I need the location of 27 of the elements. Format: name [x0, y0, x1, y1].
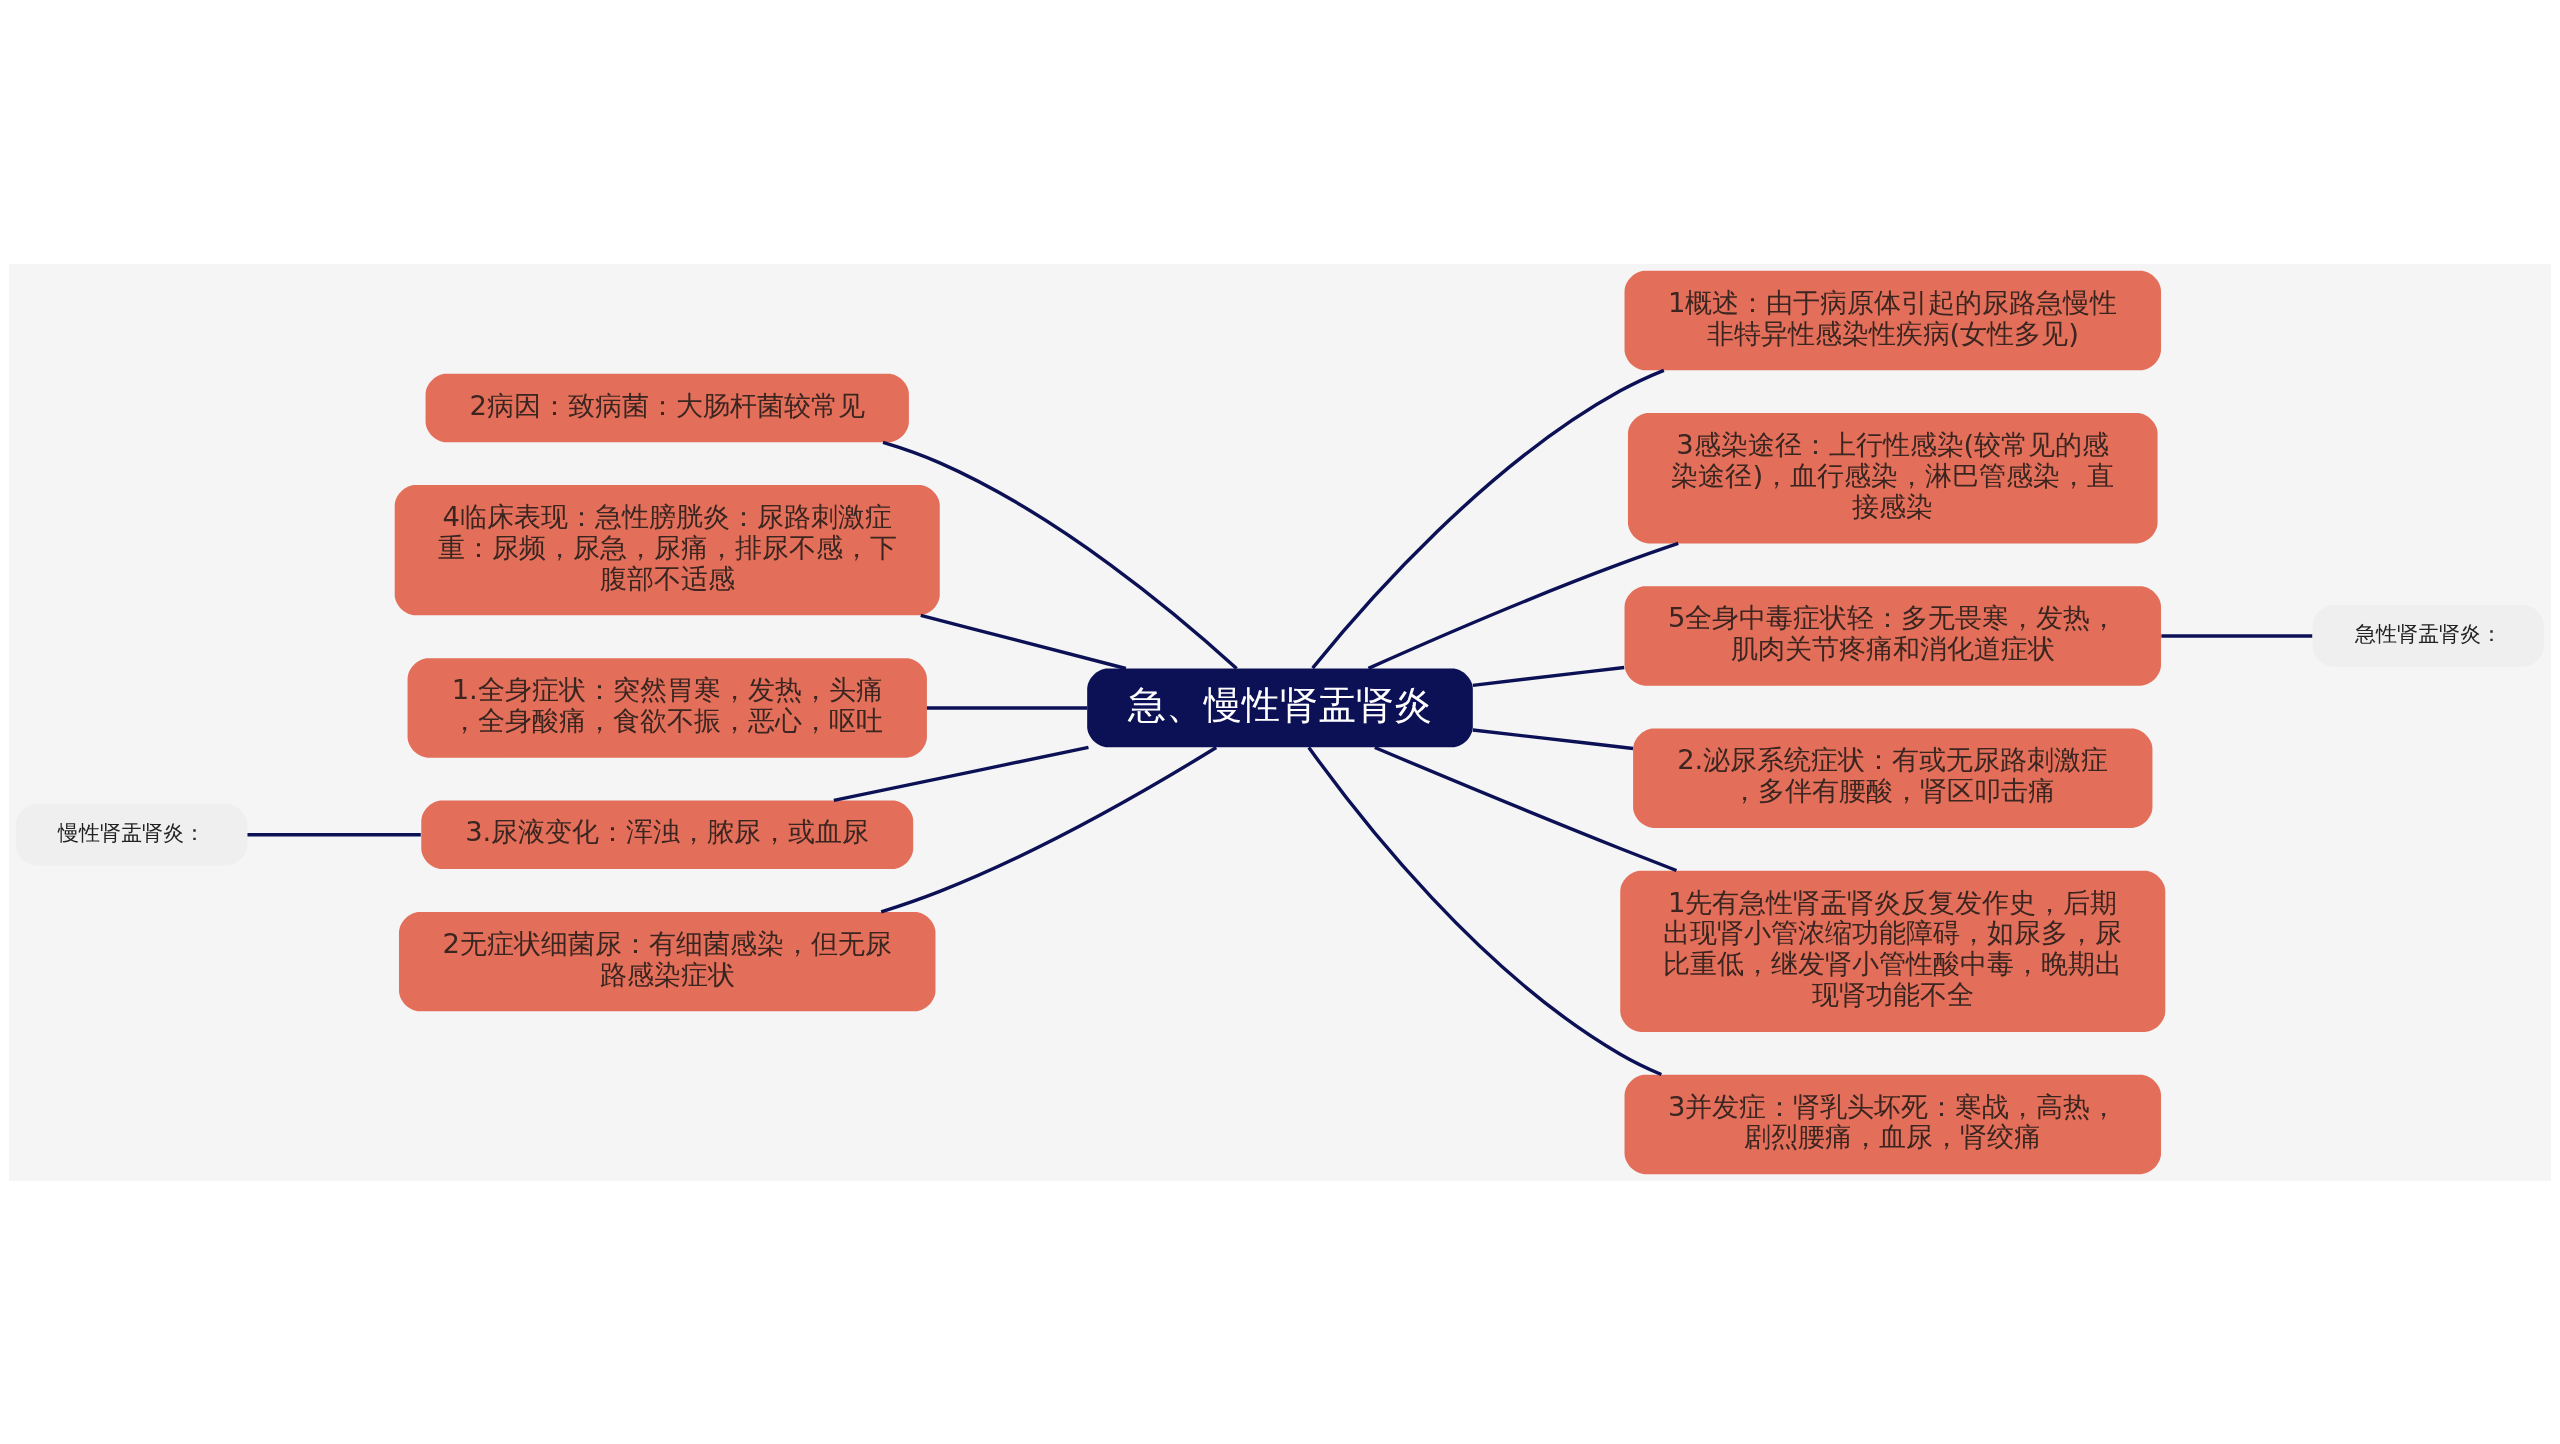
connector [1311, 368, 1665, 669]
node-box: 急、慢性肾盂肾炎 [1087, 668, 1473, 747]
connector [880, 745, 1218, 913]
connector [2161, 633, 2313, 638]
node-box: 3感染途径：上行性感染(较常见的感染途径)，血行感染，淋巴管感染，直接感染 [1627, 412, 2158, 543]
node-box: 慢性肾盂肾炎： [15, 803, 248, 866]
node-box: 1概述：由于病原体引起的尿路急慢性非特异性感染性疾病(女性多见) [1624, 270, 2161, 370]
node-box: 3并发症：肾乳头坏死：寒战，高热，剧烈腰痛，血尿，肾绞痛 [1624, 1074, 2161, 1174]
node-box: 5全身中毒症状轻：多无畏寒，发热，肌肉关节疼痛和消化道症状 [1624, 585, 2161, 686]
node-box: 2病因：致病菌：大肠杆菌较常见 [425, 373, 909, 442]
connector [926, 705, 1088, 710]
node-box: 3.尿液变化：浑浊，脓尿，或血尿 [421, 800, 914, 869]
connector [1472, 665, 1625, 687]
node-box: 2.泌尿系统症状：有或无尿路刺激症，多伴有腰酸，肾区叩击痛 [1633, 728, 2153, 828]
connector [247, 832, 421, 836]
node-box: 2无症状细菌尿：有细菌感染，但无尿路感染症状 [399, 911, 936, 1011]
connector [1307, 745, 1663, 1076]
connector [833, 745, 1089, 802]
node-box: 4临床表现：急性膀胱炎：尿路刺激症重：尿频，尿急，尿痛，排尿不感，下腹部不适感 [394, 484, 940, 615]
connector [1374, 745, 1678, 872]
node-box: 1先有急性肾盂肾炎反复发作史，后期出现肾小管浓缩功能障碍，如尿多，尿比重低，继发肾小管性酸中毒，晚期出现肾功能不全 [1620, 870, 2166, 1032]
connector [1367, 541, 1679, 670]
connector [1472, 727, 1634, 750]
node-box: 1.全身症状：突然胃寒，发热，头痛，全身酸痛，食欲不振，恶心，呕吐 [407, 657, 927, 758]
node-box: 急性肾盂肾炎： [2312, 604, 2545, 667]
connector [920, 613, 1127, 670]
connector [882, 440, 1238, 670]
